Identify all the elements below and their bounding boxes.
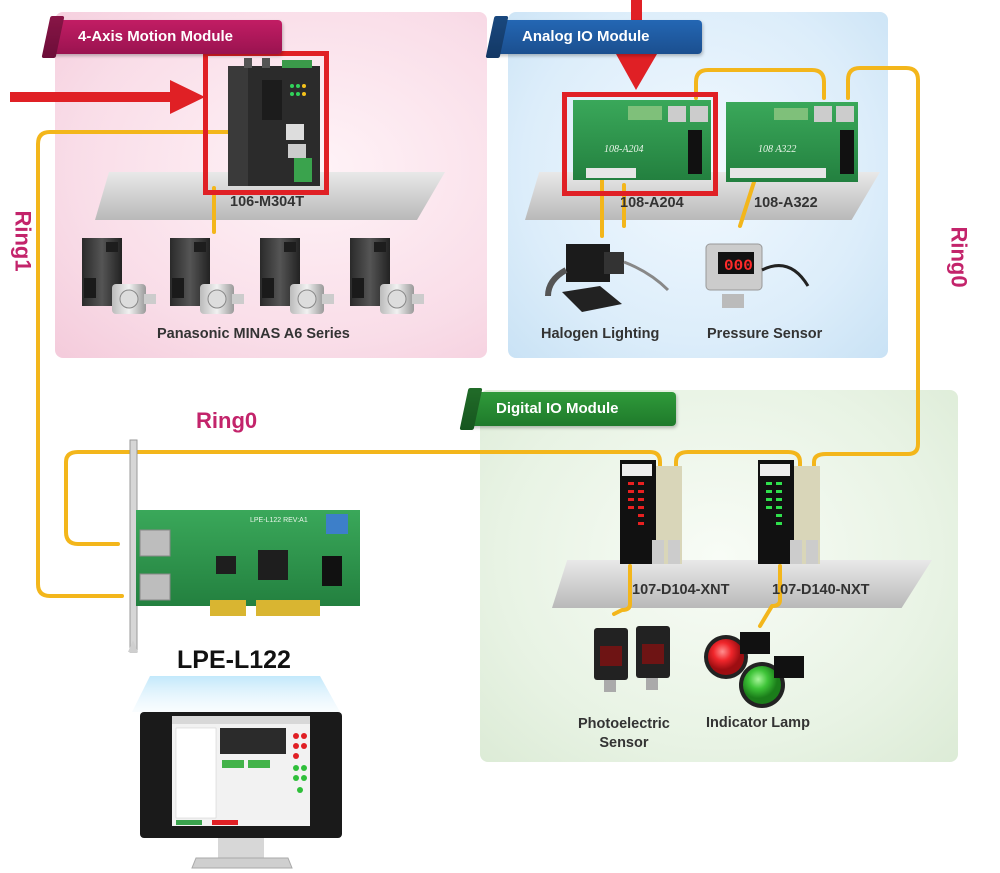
- halogen-light-device: [545, 244, 670, 312]
- analog-board-108-a204: [573, 100, 711, 180]
- board-a322-print: 108 A322: [758, 144, 796, 155]
- label-108-a322: 108-A322: [754, 195, 818, 211]
- label-107-d140-nxt: 107-D140-NXT: [772, 582, 870, 598]
- label-halogen-lighting: Halogen Lighting: [541, 326, 660, 342]
- ring1-vertical-label: Ring1: [10, 210, 36, 272]
- digital-platform: [552, 560, 932, 608]
- photoelectric-line2: Sensor: [599, 735, 649, 751]
- label-pressure-sensor: Pressure Sensor: [707, 326, 823, 342]
- analog-module-tag: Analog IO Module: [496, 20, 702, 54]
- card-name-label: LPE-L122: [177, 646, 291, 674]
- label-indicator-lamp: Indicator Lamp: [706, 715, 810, 731]
- analog-board-108-a322: [726, 102, 858, 182]
- card-print-label: LPE-L122 REV:A1: [250, 517, 308, 524]
- digital-io-module-107-d140-nxt: [758, 460, 820, 564]
- motion-module-tag: 4-Axis Motion Module: [52, 20, 282, 54]
- photoelectric-sensor-device: [594, 626, 670, 692]
- highlight-arrows: [10, 0, 657, 114]
- pressure-sensor-device: [705, 243, 810, 308]
- analog-module-title: Analog IO Module: [522, 28, 650, 45]
- analog-board-highlight: [562, 92, 718, 196]
- label-photoelectric-sensor: Photoelectric Sensor: [578, 715, 670, 753]
- monitor: [132, 676, 342, 869]
- digital-module-title: Digital IO Module: [496, 400, 619, 417]
- ring0-vertical-label: Ring0: [946, 226, 972, 288]
- indicator-lamp-device: [704, 632, 804, 708]
- label-106-m304t: 106-M304T: [230, 194, 305, 210]
- motion-module-title: 4-Axis Motion Module: [78, 28, 233, 45]
- board-a204-print: 108-A204: [604, 144, 643, 155]
- ring0-center-label: Ring0: [196, 408, 258, 433]
- photoelectric-line1: Photoelectric: [578, 716, 670, 732]
- pressure-display-readout: 000: [724, 257, 753, 275]
- motion-controller-device: [228, 58, 320, 186]
- ring-cables: [36, 66, 920, 628]
- lpe-l122-card: [128, 439, 360, 653]
- servo-drives: [82, 238, 424, 314]
- digital-module-tag: Digital IO Module: [470, 392, 676, 426]
- digital-io-module-107-d104-xnt: [620, 460, 682, 564]
- label-servo-caption: Panasonic MINAS A6 Series: [157, 326, 350, 342]
- motion-controller-highlight: [203, 51, 329, 195]
- label-107-d104-xnt: 107-D104-XNT: [632, 582, 730, 598]
- label-108-a204: 108-A204: [620, 195, 684, 211]
